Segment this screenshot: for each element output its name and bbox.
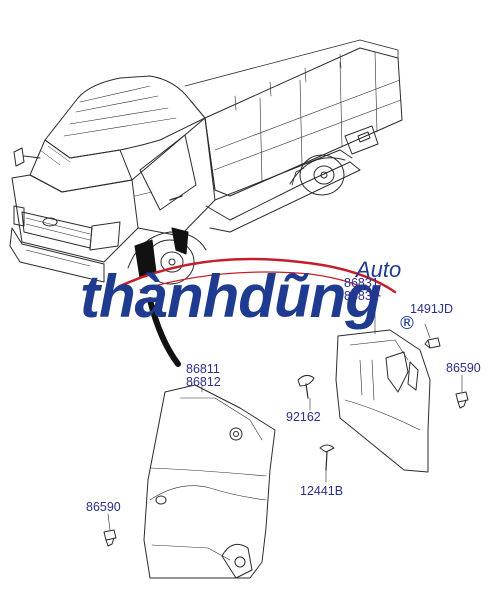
fastener-12441b	[319, 444, 335, 483]
label-92162: 92162	[286, 410, 321, 424]
label-86811: 86811	[186, 362, 220, 376]
label-86831: 86831	[344, 276, 379, 290]
label-1491jd: 1491JD	[410, 302, 454, 316]
leader-callout	[147, 297, 181, 367]
watermark-registered-mark: ®	[398, 313, 416, 334]
fastener-86590-left	[103, 513, 117, 547]
label-86590-right: 86590	[446, 361, 481, 375]
watermark-auto: Auto	[356, 257, 402, 282]
watermark-brand: thànhdũng	[80, 263, 382, 330]
fastener-86590-right	[455, 374, 469, 409]
truck-illustration	[9, 39, 403, 285]
front-mudguard-part	[143, 384, 276, 579]
label-86832: 86832	[344, 289, 379, 303]
label-leaders	[201, 295, 376, 393]
rear-mudflap-part	[335, 329, 431, 473]
fastener-92162	[297, 374, 315, 411]
label-86590-left: 86590	[86, 500, 121, 514]
label-86812: 86812	[186, 375, 221, 389]
watermark-swoosh	[118, 257, 397, 294]
fastener-1491jd	[424, 323, 441, 349]
watermark-swoosh-inner	[139, 271, 381, 297]
label-12441b: 12441B	[300, 484, 344, 498]
